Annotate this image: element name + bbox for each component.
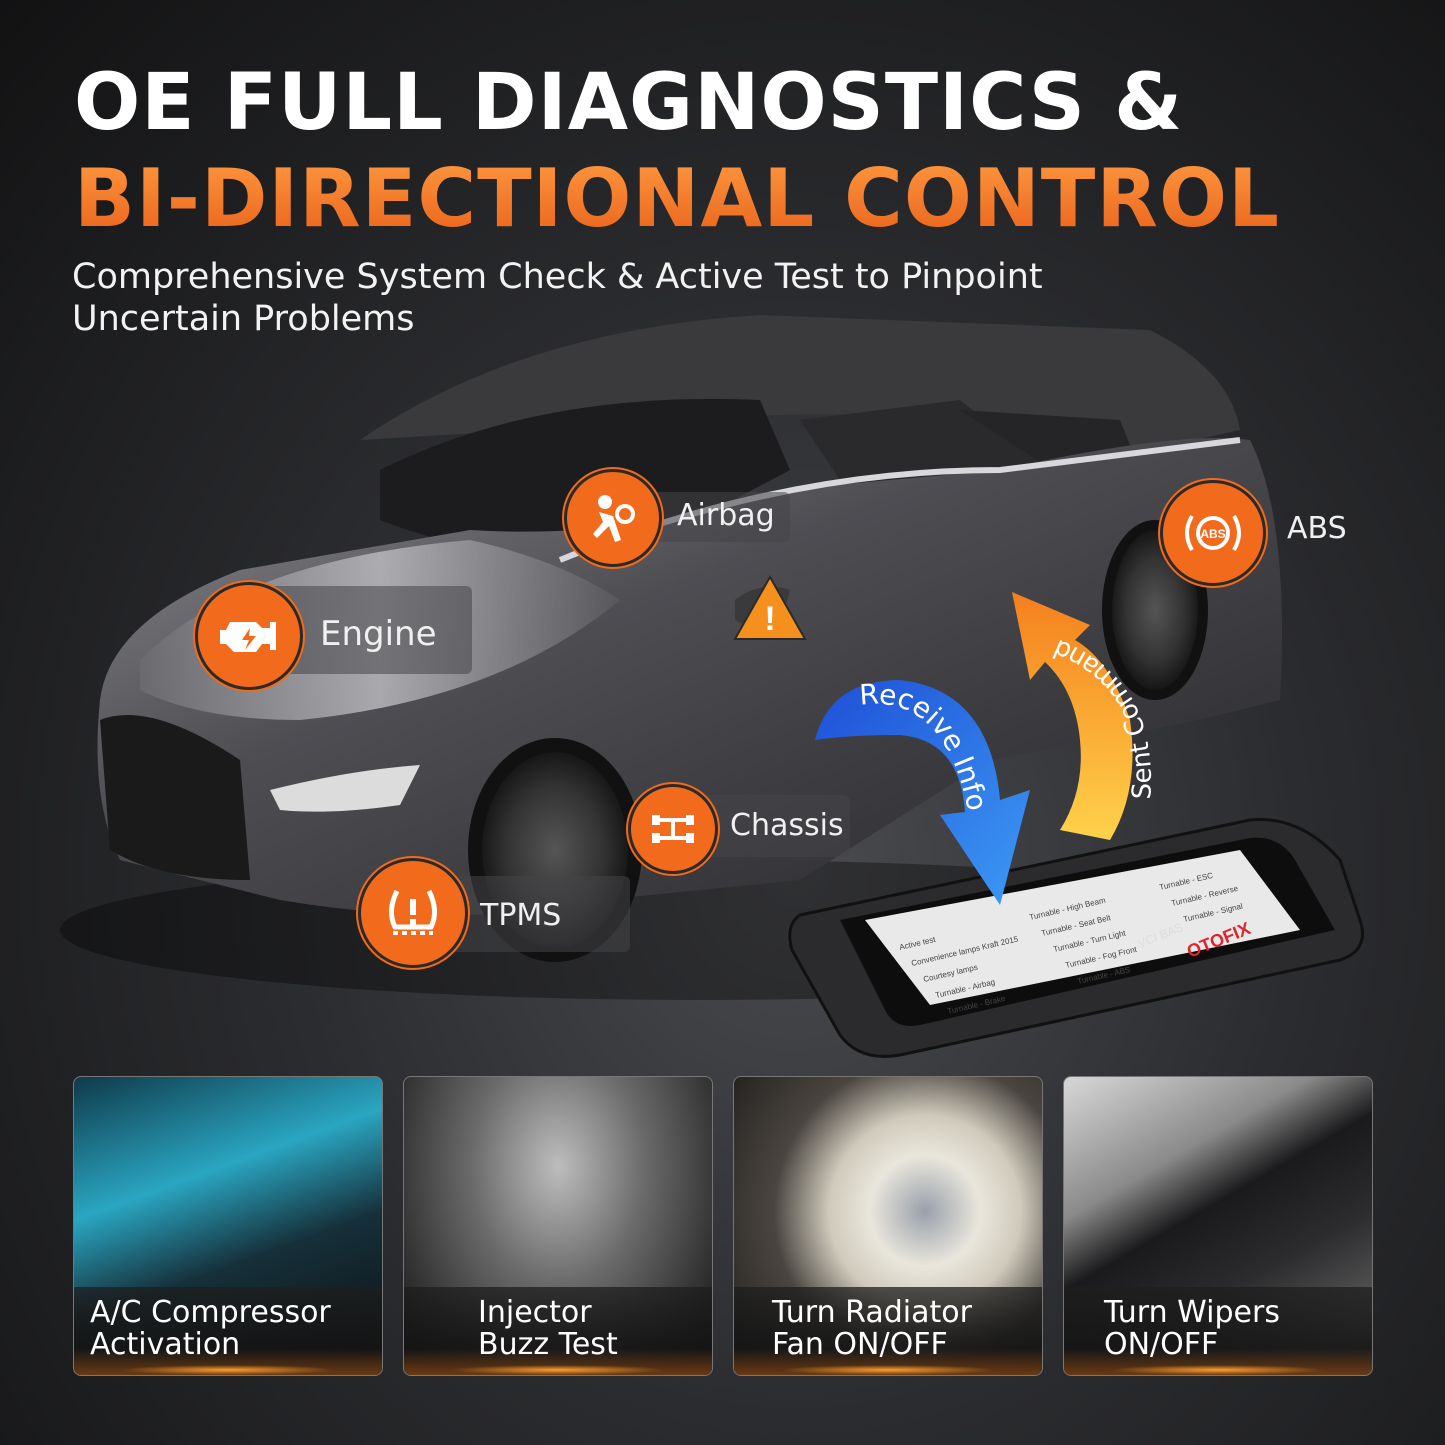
warning-triangle-icon: ! [733,574,807,640]
caption-bar [74,1287,382,1375]
airbag-label: Airbag [677,498,775,533]
abs-icon: ABS [1160,480,1266,586]
test-label-line2: Fan ON/OFF [772,1327,948,1362]
subtitle: Comprehensive System Check & Active Test… [72,257,1043,339]
warning-symbol: ! [764,600,775,638]
engine-label: Engine [320,614,437,654]
caption-bar [1064,1287,1372,1375]
airbag-icon [564,469,662,567]
abs-icon-text: ABS [1200,527,1225,541]
test-label-line2: ON/OFF [1104,1327,1219,1362]
test-label-line1: A/C Compressor [90,1295,331,1330]
test-label-line1: Injector [478,1295,592,1330]
tpms-icon [358,858,468,968]
test-label-line2: Buzz Test [478,1327,618,1362]
headline-line2: BI-DIRECTIONAL CONTROL [74,152,1280,245]
chassis-icon [628,784,718,874]
abs-label: ABS [1287,511,1347,546]
caption-bar [734,1287,1042,1375]
test-label-line1: Turn Radiator [772,1295,972,1330]
test-label-line2: Activation [90,1327,241,1362]
tpms-label: TPMS [480,898,562,933]
engine-icon [195,582,303,690]
headline-line1: OE FULL DIAGNOSTICS & [74,58,1184,148]
test-label-line1: Turn Wipers [1104,1295,1280,1330]
caption-bar [404,1287,712,1375]
